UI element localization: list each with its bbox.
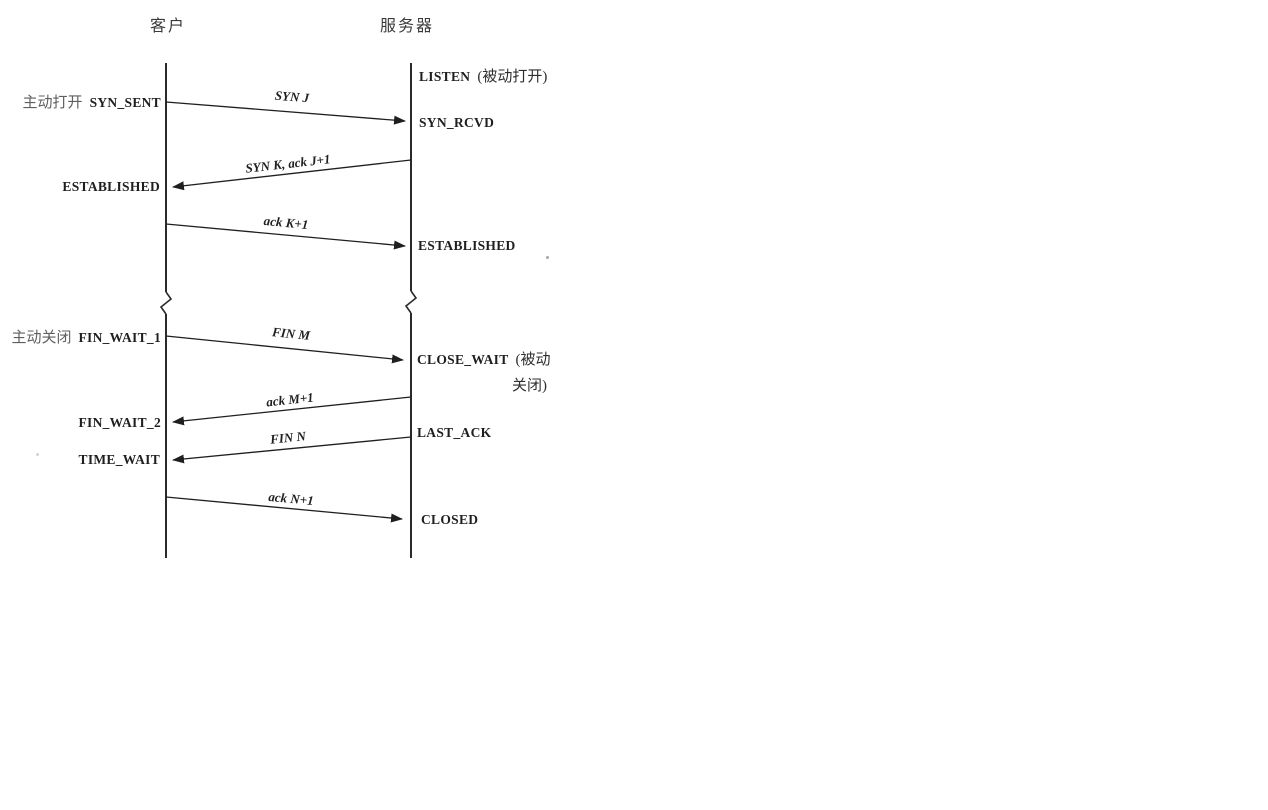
server-state-established-row: ESTABLISHED [418, 238, 516, 254]
client-state-established: ESTABLISHED [62, 179, 160, 194]
passive-close-label-line1: (被动 [515, 352, 551, 368]
passive-open-label: (被动打开) [477, 69, 548, 85]
server-state-syn-rcvd: SYN_RCVD [419, 115, 495, 130]
message-label-syn-j: SYN J [274, 87, 310, 106]
server-state-listen: LISTEN [419, 69, 471, 84]
arrow-fin-m [165, 335, 404, 364]
server-lifeline-break [404, 290, 418, 314]
passive-close-line2-row: 关闭) [512, 374, 547, 395]
arrow-ack-n1 [165, 496, 403, 523]
client-state-syn-sent-row: 主动打开 SYN_SENT [23, 91, 161, 112]
client-state-fin-wait-2: FIN_WAIT_2 [78, 415, 161, 430]
arrow-syn-j [165, 101, 406, 125]
client-state-established-row: ESTABLISHED [62, 179, 160, 195]
server-state-listen-row: LISTEN (被动打开) [419, 65, 547, 86]
client-state-syn-sent: SYN_SENT [89, 95, 161, 110]
server-column-header: 服务器 [379, 18, 435, 35]
server-state-close-wait-row: CLOSE_WAIT (被动 [417, 348, 551, 369]
client-state-fin-wait-2-row: FIN_WAIT_2 [78, 415, 161, 431]
client-state-fin-wait-1-row: 主动关闭 FIN_WAIT_1 [11, 326, 161, 347]
client-state-fin-wait-1: FIN_WAIT_1 [78, 330, 161, 345]
server-state-last-ack: LAST_ACK [417, 425, 492, 440]
arrow-ack-m1 [172, 396, 412, 426]
scan-speck [546, 256, 549, 259]
server-state-closed: CLOSED [421, 512, 479, 527]
server-state-syn-rcvd-row: SYN_RCVD [419, 115, 494, 131]
passive-close-label-line2: 关闭) [512, 378, 547, 394]
client-state-time-wait-row: TIME_WAIT [79, 452, 160, 468]
arrow-ack-k1 [165, 223, 406, 250]
active-close-label: 主动关闭 [11, 330, 72, 346]
server-state-closed-row: CLOSED [421, 512, 478, 528]
client-state-time-wait: TIME_WAIT [78, 452, 160, 467]
scan-speck [36, 453, 39, 456]
server-state-last-ack-row: LAST_ACK [417, 425, 491, 441]
client-lifeline-break [159, 291, 173, 315]
message-label-fin-n: FIN N [269, 428, 307, 447]
server-state-established: ESTABLISHED [418, 238, 516, 253]
client-column-header: 客户 [149, 18, 187, 35]
server-state-close-wait: CLOSE_WAIT [417, 352, 509, 367]
arrow-syn-k-ack-j1 [172, 159, 412, 191]
active-open-label: 主动打开 [22, 95, 83, 111]
arrow-fin-n [172, 436, 412, 464]
